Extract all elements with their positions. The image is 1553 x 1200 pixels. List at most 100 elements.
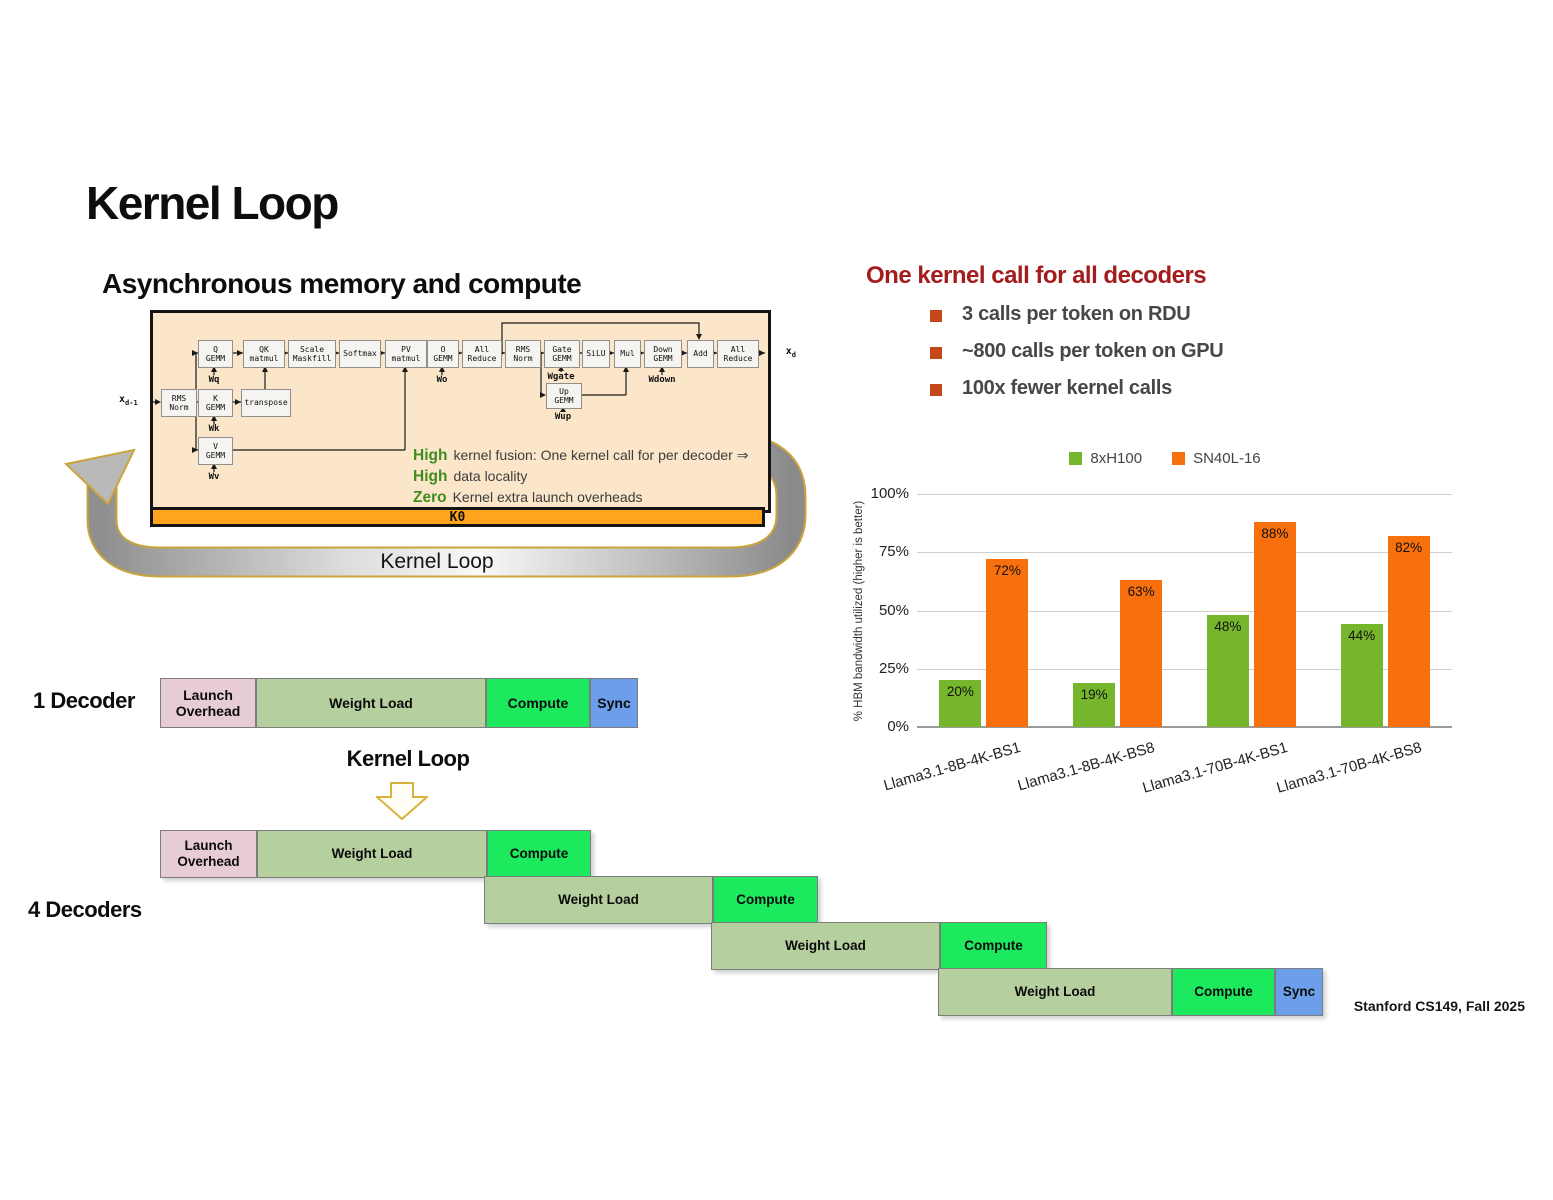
timeline-decoder-3: Weight Load Compute	[711, 922, 1047, 970]
gridline-75	[917, 552, 1452, 554]
timeline-decoder-2: Weight Load Compute	[484, 876, 818, 924]
timeline-decoder-1: Launch Overhead Weight Load Compute	[160, 830, 591, 878]
node-transpose: transpose	[241, 389, 291, 417]
bar-8xH100-Llama3.1-70B-4K-BS8: 44%	[1340, 624, 1383, 727]
bar-value-label: 19%	[1080, 686, 1108, 702]
node-rms-norm-1: RMS Norm	[161, 389, 197, 417]
node-k-gemm: K GEMM	[198, 389, 233, 417]
fusion-notes: High kernel fusion: One kernel call for p…	[413, 447, 748, 510]
bullet-square-icon	[930, 347, 942, 359]
node-all-reduce-1: All Reduce	[462, 340, 502, 368]
weight-label-wk: Wk	[208, 424, 220, 434]
bar-8xH100-Llama3.1-70B-4K-BS1: 48%	[1206, 615, 1249, 727]
diagram-output-label: xd	[785, 346, 796, 359]
node-pv-matmul: PV matmul	[385, 340, 427, 368]
segment-weight-load: Weight Load	[257, 830, 487, 878]
gridline-50	[917, 610, 1452, 612]
bar-SN40L-16-Llama3.1-8B-4K-BS1: 72%	[986, 559, 1029, 727]
bar-value-label: 82%	[1395, 539, 1423, 555]
gridline-0	[917, 726, 1452, 728]
x-tick-label: Llama3.1-8B-4K-BS1	[881, 739, 1023, 795]
note-text: data locality	[453, 468, 528, 484]
node-v-gemm: V GEMM	[198, 437, 233, 465]
segment-weight-load: Weight Load	[256, 678, 486, 728]
callout-title: One kernel call for all decoders	[866, 262, 1207, 289]
bar-value-label: 44%	[1348, 628, 1376, 644]
bar-SN40L-16-Llama3.1-70B-4K-BS1: 88%	[1253, 521, 1296, 727]
note-text: Kernel extra launch overheads	[452, 489, 643, 505]
timeline-one-decoder: Launch Overhead Weight Load Compute Sync	[160, 678, 638, 728]
kernel-loop-mid-label: Kernel Loop	[346, 746, 470, 771]
bar-8xH100-Llama3.1-8B-4K-BS8: 19%	[1073, 682, 1116, 727]
segment-compute: Compute	[940, 922, 1047, 970]
legend-swatch-icon	[1172, 452, 1186, 465]
gridline-25	[917, 668, 1452, 670]
down-arrow-icon	[376, 782, 428, 820]
node-all-reduce-2: All Reduce	[717, 340, 759, 368]
section-subtitle: Asynchronous memory and compute	[102, 268, 582, 299]
bar-value-label: 72%	[993, 563, 1021, 579]
timeline-decoder-4: Weight Load Compute Sync	[938, 968, 1323, 1016]
y-tick-label: 0%	[887, 718, 909, 735]
legend-swatch-icon	[1069, 452, 1083, 465]
callout-bullet: 3 calls per token on RDU	[930, 303, 1191, 326]
node-silu: SiLU	[582, 340, 610, 368]
x-tick-label: Llama3.1-70B-4K-BS1	[1141, 739, 1291, 797]
one-decoder-label: 1 Decoder	[33, 688, 135, 713]
node-o-gemm: O GEMM	[427, 340, 459, 368]
node-softmax: Softmax	[339, 340, 381, 368]
weight-label-wdown: Wdown	[648, 375, 676, 385]
weight-label-wup: Wup	[554, 412, 572, 422]
segment-weight-load: Weight Load	[938, 968, 1172, 1016]
weight-label-wgate: Wgate	[547, 372, 575, 382]
weight-label-wv: Wv	[208, 472, 220, 482]
decoder-dataflow-panel: RMS Norm Q GEMM K GEMM V GEMM transpose …	[119, 310, 796, 513]
note-highlight: High	[413, 468, 448, 485]
node-add: Add	[687, 340, 714, 368]
bar-value-label: 20%	[946, 684, 974, 700]
callout-bullet: ~800 calls per token on GPU	[930, 340, 1224, 363]
segment-weight-load: Weight Load	[484, 876, 713, 924]
segment-compute: Compute	[713, 876, 818, 924]
note-highlight: High	[413, 447, 448, 464]
node-scale-maskfill: Scale Maskfill	[288, 340, 336, 368]
bar-value-label: 48%	[1214, 619, 1242, 635]
bar-value-label: 88%	[1261, 525, 1289, 541]
bullet-square-icon	[930, 384, 942, 396]
segment-compute: Compute	[486, 678, 590, 728]
node-mul: Mul	[614, 340, 641, 368]
slide-footer: Stanford CS149, Fall 2025	[1353, 998, 1525, 1014]
segment-compute: Compute	[1172, 968, 1275, 1016]
y-tick-label: 50%	[878, 601, 909, 619]
segment-sync: Sync	[1275, 968, 1323, 1016]
legend-item-SN40L-16: SN40L-16	[1172, 450, 1261, 467]
four-decoders-label: 4 Decoders	[28, 897, 142, 922]
node-up-gemm: Up GEMM	[546, 383, 582, 409]
kernel-loop-band-label: Kernel Loop	[380, 550, 494, 573]
callout-bullet: 100x fewer kernel calls	[930, 377, 1172, 400]
note-text: kernel fusion: One kernel call for per d…	[453, 447, 749, 463]
note-highlight: Zero	[413, 489, 447, 506]
chart-legend: 8xH100 SN40L-16	[845, 450, 1485, 467]
node-rms-norm-2: RMS Norm	[505, 340, 541, 368]
node-qk-matmul: QK matmul	[243, 340, 285, 368]
x-tick-label: Llama3.1-70B-4K-BS8	[1274, 739, 1424, 797]
bar-SN40L-16-Llama3.1-8B-4K-BS8: 63%	[1120, 580, 1163, 727]
segment-launch-overhead: Launch Overhead	[160, 830, 257, 878]
y-axis-label: % HBM bandwidth utilized (higher is bett…	[853, 500, 865, 721]
legend-item-8xH100: 8xH100	[1069, 450, 1142, 467]
y-tick-label: 75%	[878, 543, 909, 561]
loop-arrowhead-icon	[63, 448, 136, 506]
bullet-square-icon	[930, 310, 942, 322]
y-tick-label: 25%	[878, 659, 909, 677]
segment-launch-overhead: Launch Overhead	[160, 678, 256, 728]
bar-8xH100-Llama3.1-8B-4K-BS1: 20%	[939, 680, 982, 727]
bar-value-label: 63%	[1127, 584, 1155, 600]
diagram-input-label: xd-1	[119, 394, 138, 407]
kernel-k0-bar: K0	[150, 507, 765, 527]
segment-sync: Sync	[590, 678, 638, 728]
segment-weight-load: Weight Load	[711, 922, 940, 970]
weight-label-wq: Wq	[208, 375, 220, 385]
kernel-loop-band-arrow	[63, 440, 807, 578]
